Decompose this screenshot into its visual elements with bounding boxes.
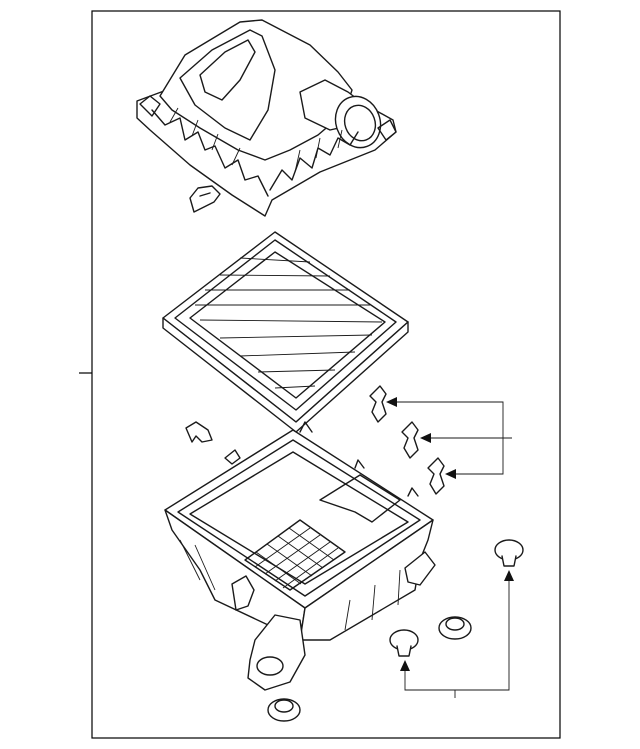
diagram-frame (91, 10, 561, 739)
cover-clamp[interactable] (189, 185, 221, 213)
mounting-bushing[interactable] (494, 539, 524, 567)
air-cleaner-lower-housing[interactable] (164, 421, 436, 691)
retaining-clip[interactable] (369, 385, 387, 423)
clip-callout (386, 397, 512, 479)
grommet[interactable] (438, 616, 472, 640)
retaining-clip[interactable] (401, 421, 419, 459)
grommet[interactable] (267, 698, 301, 722)
retaining-clip[interactable] (427, 457, 445, 495)
air-cleaner-upper-cover[interactable] (136, 19, 397, 217)
mounting-bushing[interactable] (389, 629, 419, 657)
air-filter-element[interactable] (162, 231, 409, 433)
housing-clip[interactable] (185, 421, 213, 443)
bushing-callout (400, 570, 514, 698)
